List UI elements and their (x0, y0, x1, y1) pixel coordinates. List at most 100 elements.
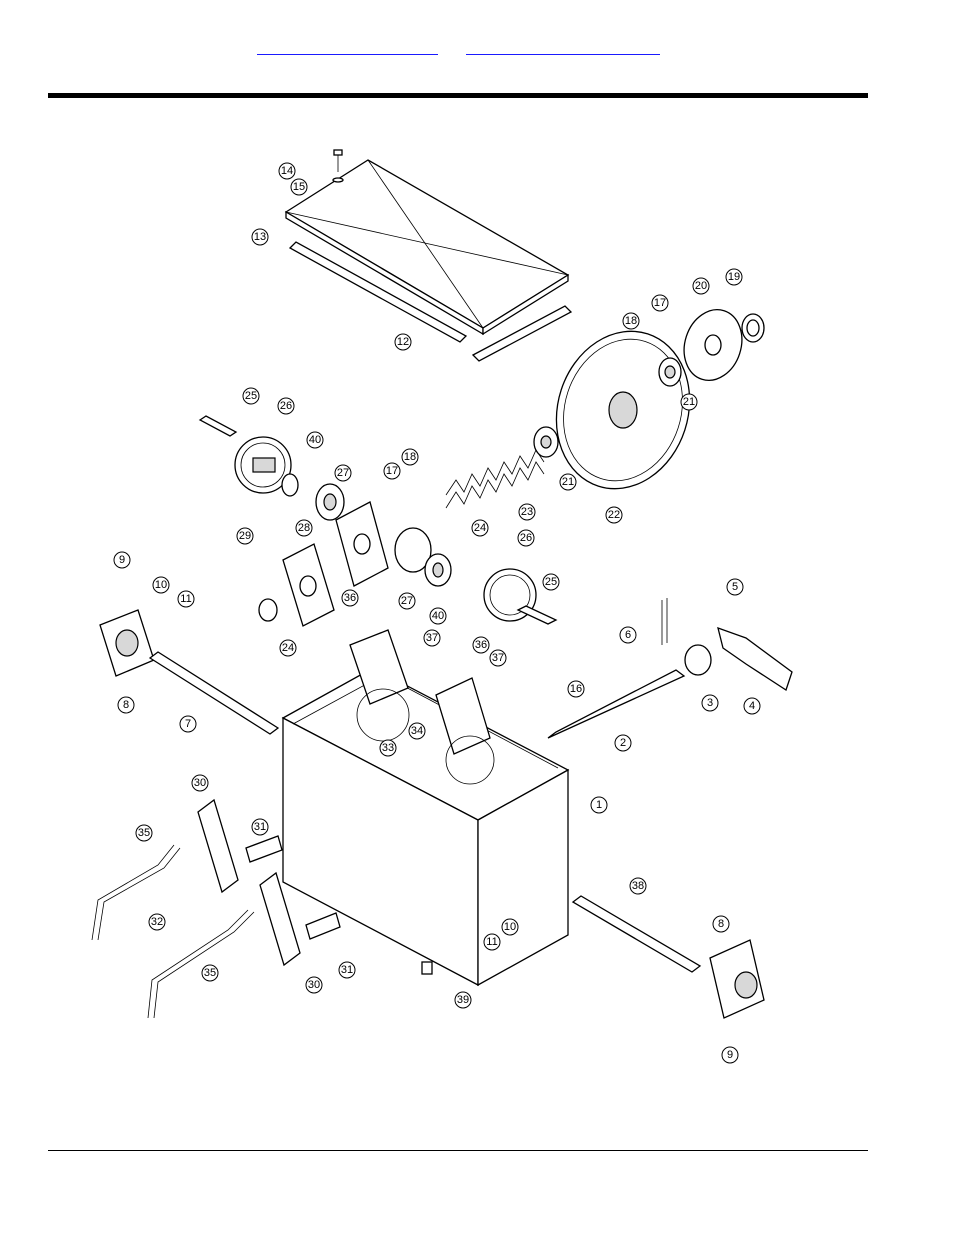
callout-2: 2 (614, 734, 632, 752)
svg-text:20: 20 (695, 280, 707, 292)
bottom-rule (48, 1150, 868, 1151)
svg-text:3: 3 (707, 697, 713, 709)
svg-text:35: 35 (204, 967, 216, 979)
callout-36b: 36 (472, 636, 490, 654)
spring (445, 449, 545, 509)
callout-36a: 36 (341, 589, 359, 607)
bearing-housing (258, 483, 452, 627)
svg-text:31: 31 (341, 964, 353, 976)
callout-35a: 35 (135, 824, 153, 842)
callout-11a: 11 (177, 590, 195, 608)
svg-text:38: 38 (632, 880, 644, 892)
callout-24b: 24 (279, 639, 297, 657)
svg-text:22: 22 (608, 509, 620, 521)
callout-35b: 35 (201, 964, 219, 982)
svg-text:29: 29 (239, 530, 251, 542)
callout-26b: 26 (517, 529, 535, 547)
svg-text:9: 9 (119, 554, 125, 566)
header-link-right[interactable] (466, 36, 660, 55)
callout-10b: 10 (501, 918, 519, 936)
drain-fitting (421, 961, 433, 975)
callout-31a: 31 (251, 818, 269, 836)
callout-5: 5 (726, 578, 744, 596)
svg-text:36: 36 (475, 639, 487, 651)
agitator-rods (91, 844, 255, 1019)
callout-39: 39 (454, 991, 472, 1009)
callout-21a: 21 (680, 393, 698, 411)
exploded-parts-diagram: 1 2 3 4 5 6 7 8 8 9 9 10 10 11 11 12 13 … (91, 149, 793, 1064)
svg-text:40: 40 (432, 610, 444, 622)
callout-14: 14 (278, 162, 296, 180)
lid-bolt (332, 149, 344, 183)
svg-text:21: 21 (683, 396, 695, 408)
svg-text:12: 12 (397, 336, 409, 348)
callout-16: 16 (567, 680, 585, 698)
callout-4: 4 (743, 697, 761, 715)
callout-19: 19 (725, 268, 743, 286)
svg-text:17: 17 (654, 297, 666, 309)
callout-24a: 24 (471, 519, 489, 537)
drive-gear-lower (483, 568, 558, 625)
svg-text:37: 37 (492, 652, 504, 664)
callout-31b: 31 (338, 961, 356, 979)
callout-1: 1 (590, 796, 608, 814)
callout-18b: 18 (401, 448, 419, 466)
callout-8b: 8 (712, 915, 730, 933)
callout-32: 32 (148, 913, 166, 931)
svg-text:10: 10 (155, 579, 167, 591)
svg-text:16: 16 (570, 683, 582, 695)
callout-40b: 40 (429, 607, 447, 625)
svg-text:10: 10 (504, 921, 516, 933)
callout-6: 6 (619, 626, 637, 644)
seed-disc (555, 330, 691, 490)
svg-text:26: 26 (280, 400, 292, 412)
hopper-box (281, 667, 570, 987)
callout-27b: 27 (398, 592, 416, 610)
svg-text:2: 2 (620, 737, 626, 749)
right-flange-bearing (571, 895, 765, 1019)
svg-text:7: 7 (185, 718, 191, 730)
svg-text:28: 28 (298, 522, 310, 534)
svg-text:9: 9 (727, 1049, 733, 1061)
callout-9a: 9 (113, 551, 131, 569)
callout-11b: 11 (483, 933, 501, 951)
svg-text:11: 11 (180, 593, 191, 605)
callout-9b: 9 (721, 1046, 739, 1064)
callout-37b: 37 (489, 649, 507, 667)
svg-text:21: 21 (562, 476, 574, 488)
svg-text:26: 26 (520, 532, 532, 544)
clamp-plate (683, 309, 765, 381)
key-upper (198, 415, 238, 437)
seal-strips (288, 241, 573, 362)
callout-10a: 10 (152, 576, 170, 594)
svg-text:18: 18 (404, 451, 416, 463)
callout-30b: 30 (305, 976, 323, 994)
svg-text:30: 30 (194, 777, 206, 789)
svg-text:17: 17 (386, 465, 398, 477)
callout-13: 13 (251, 228, 269, 246)
callout-25b: 25 (542, 573, 560, 591)
svg-text:37: 37 (426, 632, 438, 644)
svg-text:24: 24 (474, 522, 486, 534)
svg-text:34: 34 (411, 725, 423, 737)
callout-22: 22 (605, 506, 623, 524)
callout-23: 23 (518, 503, 536, 521)
callout-12: 12 (394, 333, 412, 351)
svg-text:11: 11 (486, 936, 497, 948)
svg-text:8: 8 (123, 699, 129, 711)
callout-15: 15 (290, 178, 308, 196)
svg-text:25: 25 (545, 576, 557, 588)
callout-34: 34 (408, 722, 426, 740)
callout-17a: 17 (651, 294, 669, 312)
callout-26a: 26 (277, 397, 295, 415)
callout-25a: 25 (242, 387, 260, 405)
callout-33: 33 (379, 739, 397, 757)
svg-text:8: 8 (718, 918, 724, 930)
svg-text:6: 6 (625, 629, 631, 641)
svg-text:33: 33 (382, 742, 394, 754)
disc-bearings (533, 357, 682, 458)
callout-20: 20 (692, 277, 710, 295)
svg-text:39: 39 (457, 994, 469, 1006)
header-link-left[interactable] (257, 36, 438, 55)
svg-text:25: 25 (245, 390, 257, 402)
